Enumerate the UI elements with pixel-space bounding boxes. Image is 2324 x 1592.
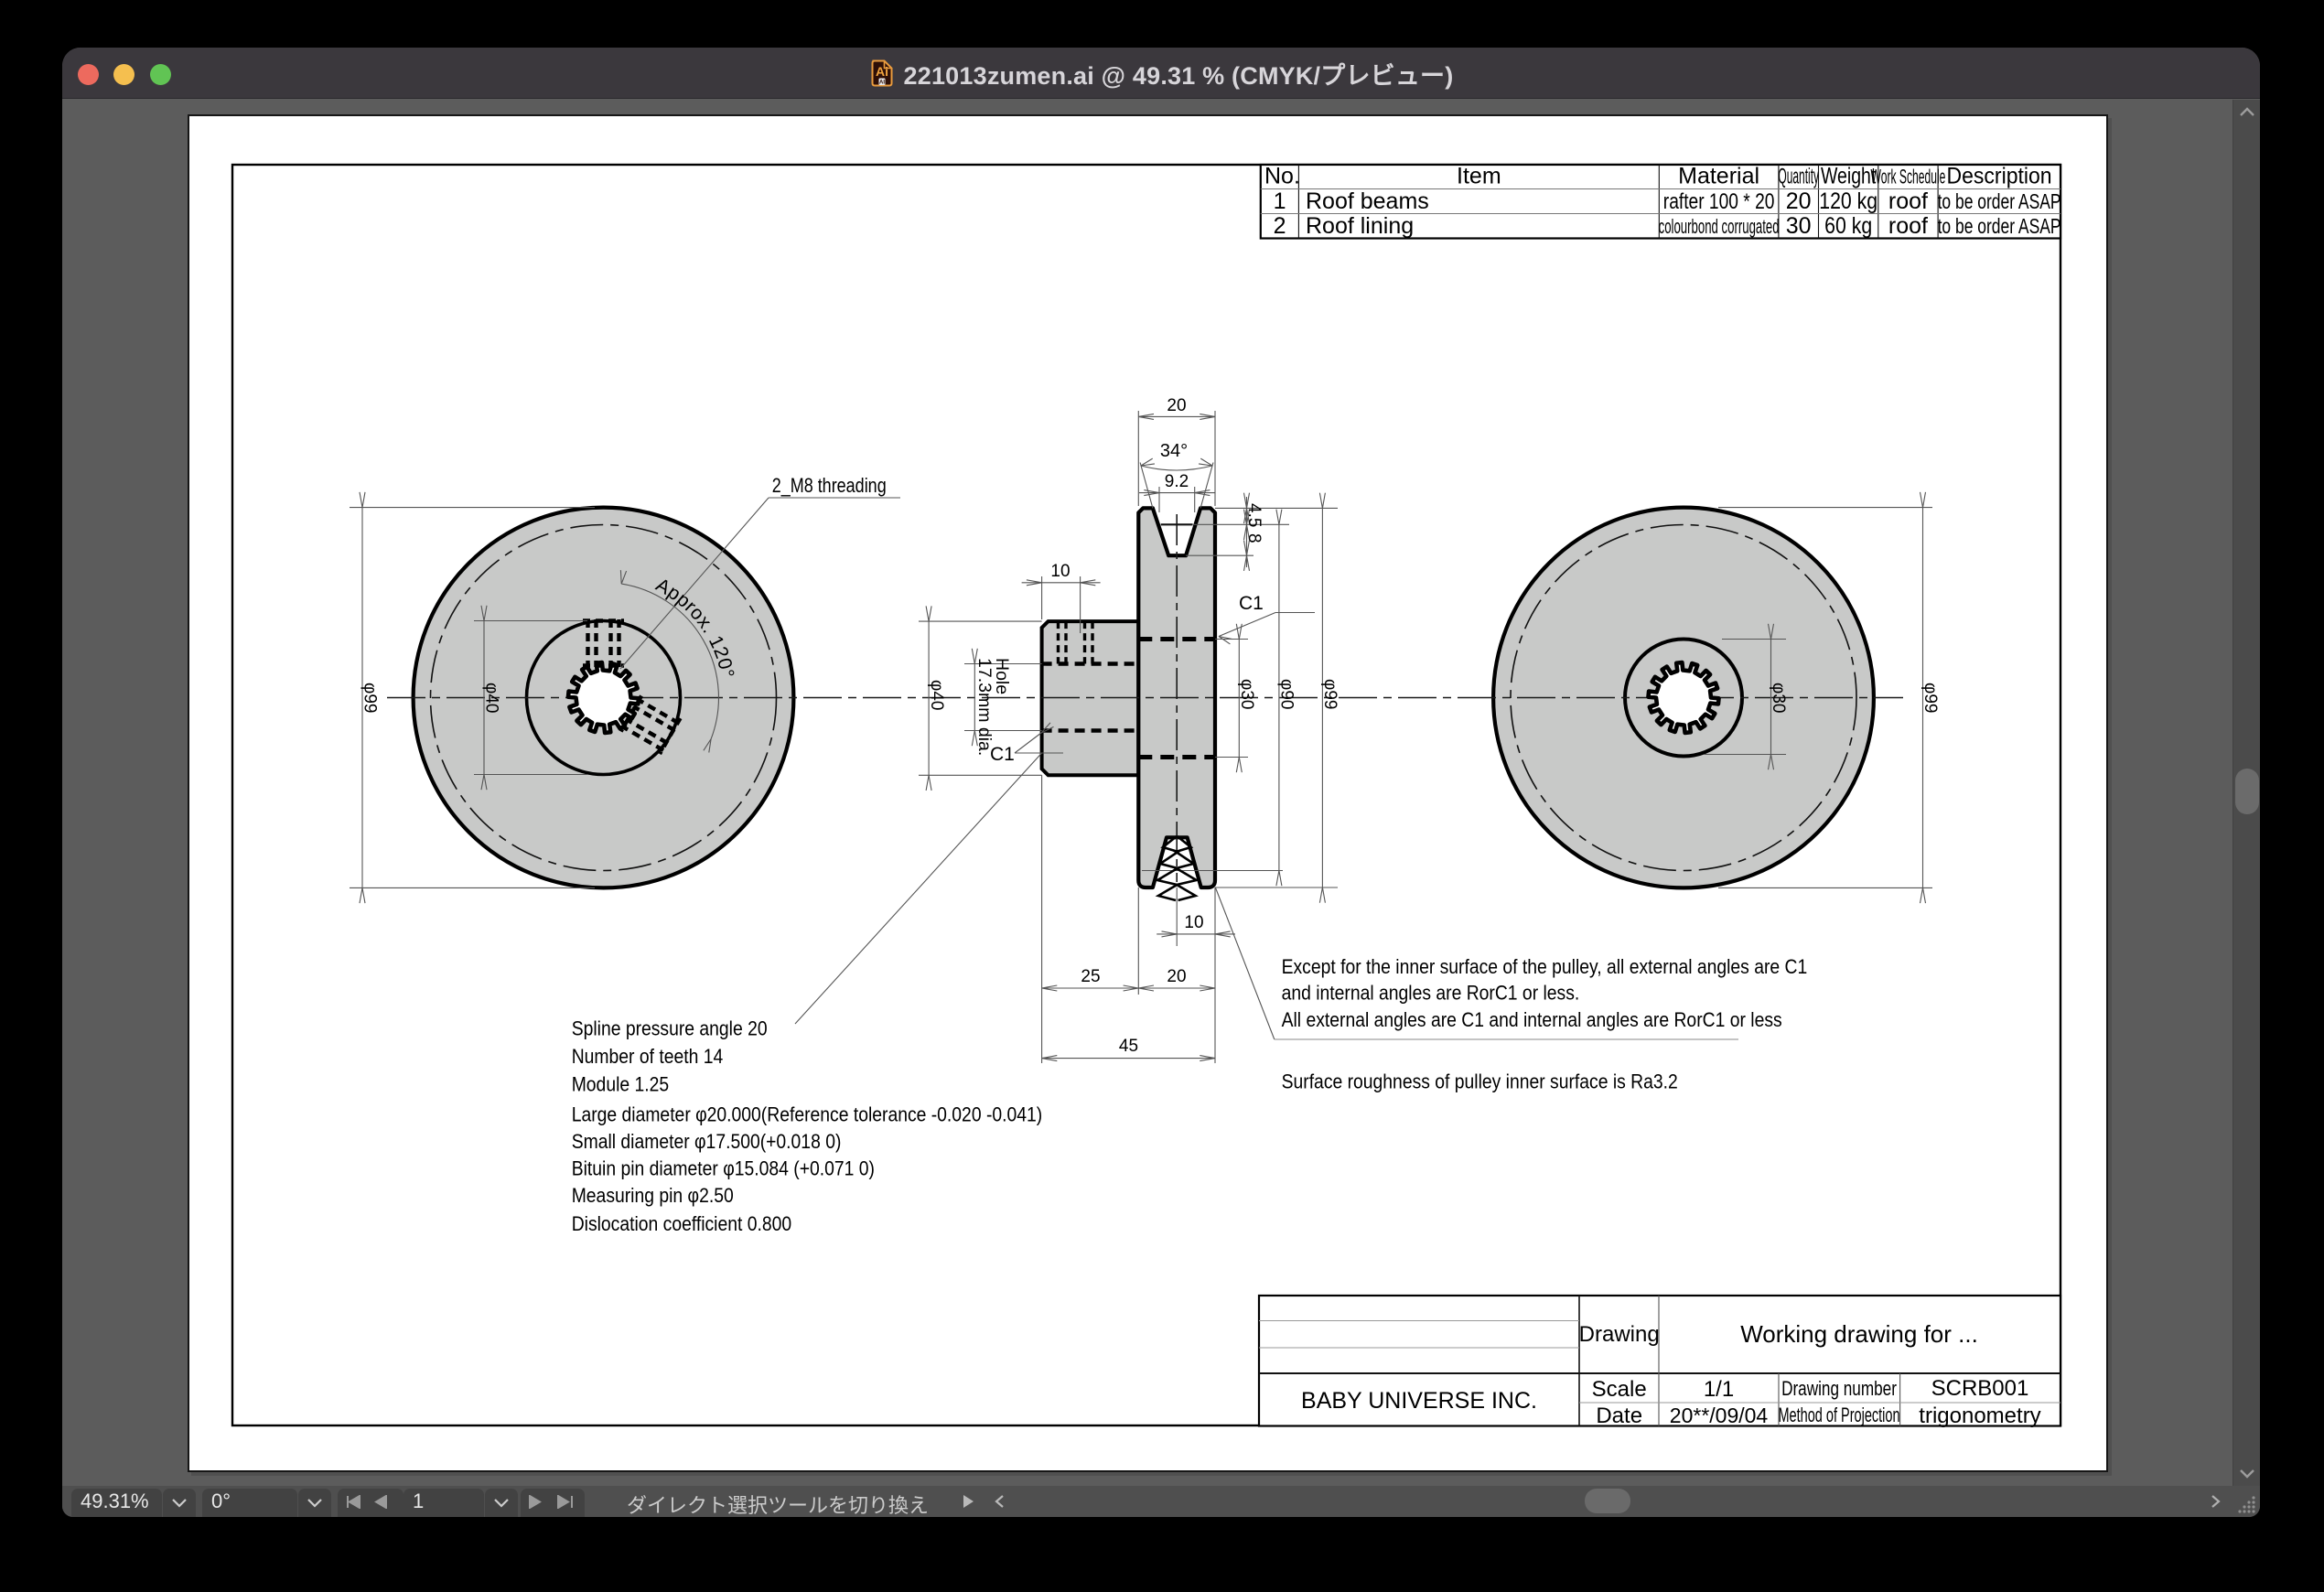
svg-text:10: 10 xyxy=(1050,562,1070,581)
svg-text:Quantity: Quantity xyxy=(1778,165,1819,189)
svg-text:8: 8 xyxy=(1244,533,1264,543)
svg-text:No.: No. xyxy=(1264,164,1300,189)
svg-text:Scale: Scale xyxy=(1592,1377,1647,1402)
svg-text:Hole: Hole xyxy=(992,658,1012,694)
svg-text:25: 25 xyxy=(1081,967,1100,986)
svg-text:9.2: 9.2 xyxy=(1165,472,1189,491)
svg-text:Description: Description xyxy=(1947,164,2052,189)
svg-text:Measuring pin φ2.50: Measuring pin φ2.50 xyxy=(572,1185,734,1208)
svg-text:120 kg: 120 kg xyxy=(1819,188,1877,213)
svg-text:Ai: Ai xyxy=(876,64,888,79)
svg-text:Small diameter φ17.500(+0.018: Small diameter φ17.500(+0.018 0) xyxy=(572,1131,842,1154)
svg-text:30: 30 xyxy=(1786,213,1812,239)
svg-text:Material: Material xyxy=(1678,164,1759,189)
svg-text:60 kg: 60 kg xyxy=(1824,212,1872,238)
svg-text:Item: Item xyxy=(1457,164,1501,189)
svg-text:17.3mm dia.: 17.3mm dia. xyxy=(974,658,995,756)
svg-text:Surface roughness of pulley in: Surface roughness of pulley inner surfac… xyxy=(1282,1070,1678,1093)
svg-text:1/1: 1/1 xyxy=(1704,1377,1734,1402)
svg-text:to be order ASAP: to be order ASAP xyxy=(1938,191,2061,214)
svg-text:AI: AI xyxy=(879,81,885,86)
svg-text:Except for the inner surface o: Except for the inner surface of the pull… xyxy=(1282,955,1808,978)
svg-text:φ30: φ30 xyxy=(1237,679,1256,709)
svg-text:Module 1.25: Module 1.25 xyxy=(572,1073,669,1096)
svg-text:to be order ASAP: to be order ASAP xyxy=(1938,216,2061,239)
svg-text:SCRB001: SCRB001 xyxy=(1931,1376,2029,1401)
svg-text:Work Schedule: Work Schedule xyxy=(1871,166,1946,188)
svg-text:roof: roof xyxy=(1888,188,1928,214)
svg-text:φ99: φ99 xyxy=(360,683,380,713)
svg-text:trigonometry: trigonometry xyxy=(1919,1404,2040,1428)
svg-text:Bituin pin diameter φ15.084 (+: Bituin pin diameter φ15.084 (+0.071 0) xyxy=(572,1157,875,1180)
svg-text:20**/09/04: 20**/09/04 xyxy=(1670,1404,1769,1427)
svg-text:4.5: 4.5 xyxy=(1244,503,1264,527)
svg-text:roof: roof xyxy=(1888,213,1928,239)
svg-text:34°: 34° xyxy=(1160,441,1188,461)
svg-text:φ99: φ99 xyxy=(1320,679,1340,709)
svg-text:1: 1 xyxy=(1274,188,1286,214)
svg-text:2_M8 threading: 2_M8 threading xyxy=(772,475,887,497)
svg-text:Date: Date xyxy=(1596,1404,1642,1428)
svg-text:2: 2 xyxy=(1274,213,1286,239)
svg-text:C1: C1 xyxy=(1239,593,1264,614)
svg-text:20: 20 xyxy=(1167,967,1186,986)
svg-text:colourbond corrugated: colourbond corrugated xyxy=(1659,216,1780,238)
svg-text:and internal angles are RorC1: and internal angles are RorC1 or less. xyxy=(1282,982,1580,1005)
svg-text:φ90: φ90 xyxy=(1277,679,1296,709)
svg-text:Number of teeth 14: Number of teeth 14 xyxy=(572,1046,724,1069)
svg-text:45: 45 xyxy=(1119,1037,1138,1056)
svg-text:Drawing number: Drawing number xyxy=(1781,1378,1897,1401)
svg-text:φ40: φ40 xyxy=(482,683,501,713)
svg-text:φ99: φ99 xyxy=(1921,683,1940,713)
svg-text:φ30: φ30 xyxy=(1769,683,1788,713)
svg-text:Roof beams: Roof beams xyxy=(1306,188,1429,214)
svg-text:Method of Projection: Method of Projection xyxy=(1778,1404,1899,1426)
svg-text:Spline pressure angle 20: Spline pressure angle 20 xyxy=(572,1017,768,1040)
svg-text:rafter 100 * 20: rafter 100 * 20 xyxy=(1663,188,1775,214)
svg-text:Weight: Weight xyxy=(1821,163,1877,188)
svg-text:20: 20 xyxy=(1167,396,1186,415)
svg-text:C1: C1 xyxy=(990,744,1015,765)
svg-text:Roof lining: Roof lining xyxy=(1306,213,1414,239)
svg-text:Dislocation coefficient 0.800: Dislocation coefficient 0.800 xyxy=(572,1213,791,1236)
svg-text:BABY UNIVERSE INC.: BABY UNIVERSE INC. xyxy=(1301,1388,1537,1414)
svg-text:Working drawing for ...: Working drawing for ... xyxy=(1740,1320,1978,1348)
svg-text:20: 20 xyxy=(1786,188,1812,214)
svg-text:10: 10 xyxy=(1184,913,1203,932)
svg-text:Drawing: Drawing xyxy=(1579,1322,1660,1347)
svg-text:φ40: φ40 xyxy=(927,680,946,710)
svg-text:All external angles are C1 and: All external angles are C1 and internal … xyxy=(1282,1008,1782,1031)
svg-text:Large diameter φ20.000(Referen: Large diameter φ20.000(Reference toleran… xyxy=(572,1103,1043,1126)
